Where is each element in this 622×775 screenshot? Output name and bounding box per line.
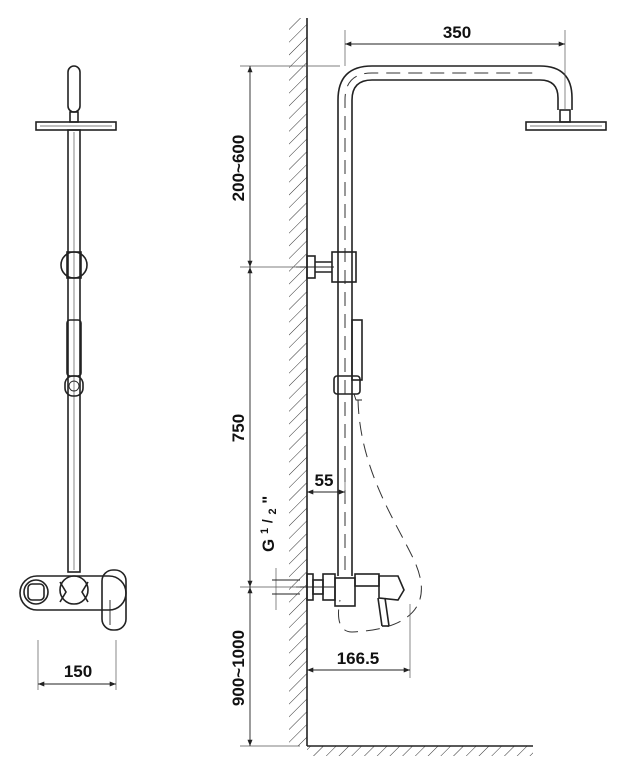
front-riser-pipe (67, 129, 81, 573)
svg-text:G 1 /: G 1 / 2 " (253, 496, 280, 552)
dim-thread: G 1 / 2 " (253, 496, 300, 610)
front-mixer-body (59, 575, 89, 605)
dim-wall-offset: 55 (315, 471, 334, 490)
side-hand-shower (333, 319, 363, 401)
dim-mixer-width: 150 (64, 662, 92, 681)
front-rail-top-cap (67, 65, 81, 113)
front-wall-escutcheon (23, 579, 49, 605)
side-head-nut (559, 109, 571, 123)
dim-rail-length: 750 (229, 414, 248, 442)
dim-spout-reach: 166.5 (337, 649, 380, 668)
dim-head-reach: 350 (443, 23, 471, 42)
thread-letter: G (259, 539, 278, 552)
side-mixer (296, 573, 405, 627)
front-head-connector (69, 111, 79, 123)
front-lever-handle (101, 569, 127, 631)
side-shower-head (525, 121, 607, 131)
thread-numerator: 1 (259, 528, 271, 534)
side-riser-pipe (337, 65, 573, 576)
side-wall-bracket (296, 251, 357, 283)
thread-inch-mark: " (259, 496, 278, 504)
dim-floor-height: 900~1000 (229, 630, 248, 706)
front-view: 150 (19, 65, 127, 690)
front-slide-holder (64, 375, 84, 397)
side-view: 200~600 750 900~1000 G 1 / 2 " 55 350 (229, 18, 607, 756)
front-mixer (19, 569, 127, 631)
thread-denominator: 2 (267, 508, 279, 514)
wall-hatch (289, 18, 307, 746)
side-hose (338, 399, 422, 633)
floor-hatch (307, 746, 533, 756)
dim-overhead-range: 200~600 (229, 135, 248, 202)
